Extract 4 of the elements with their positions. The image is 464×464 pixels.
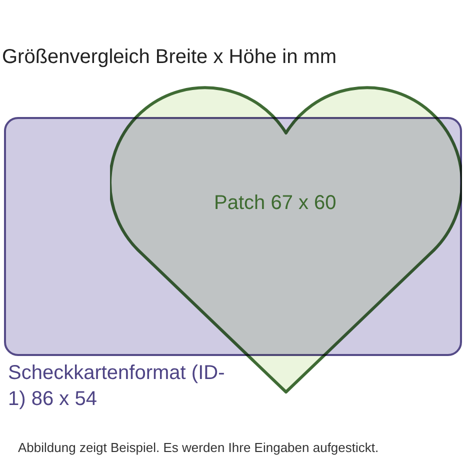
title: Größenvergleich Breite x Höhe in mm xyxy=(2,45,337,70)
caption: Abbildung zeigt Beispiel. Es werden Ihre Eingaben aufgestickt. xyxy=(18,439,379,457)
card-size-label: Scheckkartenformat (ID-1) 86 x 54 xyxy=(8,361,226,412)
patch-size-label: Patch 67 x 60 xyxy=(214,191,336,216)
